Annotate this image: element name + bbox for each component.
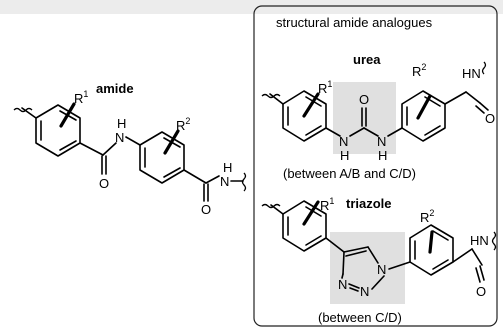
amide-title: amide bbox=[96, 81, 134, 96]
urea-squiggle-left-icon bbox=[261, 93, 281, 99]
amide-squiggle-left-icon bbox=[13, 107, 33, 113]
triazole-r1: R1 bbox=[320, 196, 334, 213]
amide-o2: O bbox=[201, 202, 211, 217]
urea-squiggle-right-icon bbox=[481, 61, 487, 75]
amide-r2: R2 bbox=[176, 116, 190, 133]
urea-o-end: O bbox=[485, 111, 495, 126]
urea-o: O bbox=[359, 92, 369, 107]
panel-title: structural amide analogues bbox=[276, 15, 433, 30]
triazole-o-end: O bbox=[476, 284, 486, 299]
amide-r1: R1 bbox=[74, 89, 88, 106]
amide-structure: amide R1 O N H R2 O N H bbox=[13, 81, 247, 217]
urea-caption: (between A/B and C/D) bbox=[283, 166, 416, 181]
analogues-panel bbox=[253, 5, 498, 327]
urea-n-right-h: H bbox=[378, 148, 387, 163]
urea-n-left: N bbox=[339, 134, 348, 149]
triazole-hn: HN bbox=[470, 233, 489, 248]
triazole-caption: (between C/D) bbox=[318, 310, 402, 325]
amide-n-end: N bbox=[220, 174, 229, 189]
triazole-n1: N bbox=[377, 262, 386, 277]
triazole-r2: R2 bbox=[420, 208, 434, 225]
urea-structure: urea R1 N H O N H R2 HN bbox=[261, 52, 495, 181]
amide-n: N bbox=[115, 130, 124, 145]
amide-n-h: H bbox=[117, 116, 126, 131]
urea-hn: HN bbox=[462, 66, 481, 81]
top-band bbox=[0, 0, 503, 14]
triazole-squiggle-left-icon bbox=[261, 203, 281, 209]
amide-ring-b bbox=[139, 131, 185, 184]
amide-o1: O bbox=[99, 176, 109, 191]
urea-highlight bbox=[333, 82, 396, 154]
triazole-structure: triazole R1 N N N R2 HN bbox=[261, 196, 497, 325]
urea-n-right: N bbox=[377, 134, 386, 149]
urea-title: urea bbox=[353, 52, 381, 67]
urea-r1: R1 bbox=[318, 79, 332, 96]
triazole-squiggle-right-icon bbox=[491, 231, 497, 251]
triazole-n2: N bbox=[360, 284, 369, 299]
urea-n-left-h: H bbox=[340, 148, 349, 163]
amide-ring-a bbox=[35, 104, 81, 157]
amide-squiggle-right-icon bbox=[241, 172, 247, 192]
amide-n-end-h: H bbox=[223, 160, 232, 175]
triazole-n3: N bbox=[338, 277, 347, 292]
triazole-title: triazole bbox=[346, 196, 392, 211]
urea-r2: R2 bbox=[412, 62, 426, 79]
